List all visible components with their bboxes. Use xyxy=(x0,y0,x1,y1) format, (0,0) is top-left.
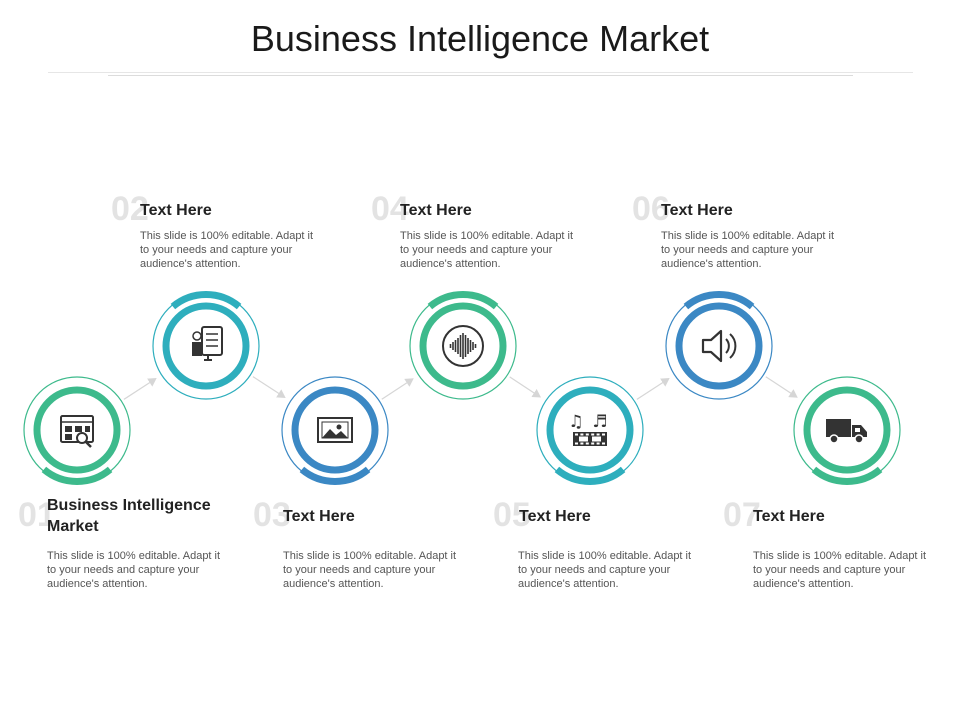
dashboard-search-icon xyxy=(60,415,94,448)
title-divider xyxy=(48,72,913,73)
step-node-07 xyxy=(793,376,901,485)
step-number-06: 06 xyxy=(632,190,670,228)
delivery-truck-icon xyxy=(826,419,867,444)
step-node-04 xyxy=(409,291,517,400)
step-number-03: 03 xyxy=(253,496,291,534)
step-node-03 xyxy=(281,376,389,485)
step-number-07: 07 xyxy=(723,496,761,534)
connector-arrow-4 xyxy=(509,376,542,398)
accent-arc xyxy=(427,291,499,310)
step-heading-05: Text Here xyxy=(519,508,591,525)
step-number-04: 04 xyxy=(371,190,409,228)
step-number-01: 01 xyxy=(18,496,56,534)
page-title: Business Intelligence Market xyxy=(250,18,710,59)
step-number-05: 05 xyxy=(493,496,531,534)
accent-arc xyxy=(170,291,242,310)
connector-arrow-2 xyxy=(252,376,286,398)
connector-arrow-1 xyxy=(123,378,157,400)
inner-ring xyxy=(675,302,763,390)
step-node-02 xyxy=(152,291,260,400)
music-film-icon: ♫♬ xyxy=(568,412,608,446)
step-node-06 xyxy=(665,291,773,400)
report-document-icon xyxy=(192,326,223,361)
step-number-02: 02 xyxy=(111,190,149,228)
svg-text:♬: ♬ xyxy=(592,412,607,432)
connector-arrow-5 xyxy=(636,378,670,400)
inner-ring xyxy=(546,386,634,474)
step-description-01: This slide is 100% editable. Adapt it to… xyxy=(47,550,221,590)
step-description-04: This slide is 100% editable. Adapt it to… xyxy=(400,230,574,270)
step-description-05: This slide is 100% editable. Adapt it to… xyxy=(518,550,692,590)
accent-arc xyxy=(299,466,371,485)
image-frame-icon xyxy=(317,417,353,443)
step-heading-04: Text Here xyxy=(400,202,472,219)
step-description-07: This slide is 100% editable. Adapt it to… xyxy=(753,550,927,590)
step-heading-01: Business Intelligence Market xyxy=(47,497,211,535)
inner-ring xyxy=(291,386,379,474)
connector-arrow-3 xyxy=(381,378,414,400)
accent-arc xyxy=(554,466,626,485)
step-heading-02: Text Here xyxy=(140,202,212,219)
svg-text:♫: ♫ xyxy=(568,412,583,432)
step-node-05: ♫♬ xyxy=(536,376,644,485)
step-node-01 xyxy=(23,376,131,485)
step-heading-06: Text Here xyxy=(661,202,733,219)
step-heading-03: Text Here xyxy=(283,508,355,525)
title-divider-inner xyxy=(108,75,853,76)
sound-wave-icon xyxy=(442,325,484,367)
step-heading-07: Text Here xyxy=(753,508,825,525)
step-description-06: This slide is 100% editable. Adapt it to… xyxy=(661,230,835,270)
accent-arc xyxy=(683,291,755,310)
speaker-icon xyxy=(701,329,737,363)
step-description-02: This slide is 100% editable. Adapt it to… xyxy=(140,230,314,270)
connector-arrow-6 xyxy=(765,376,798,398)
accent-arc xyxy=(41,466,113,485)
step-description-03: This slide is 100% editable. Adapt it to… xyxy=(283,550,457,590)
accent-arc xyxy=(811,466,883,485)
